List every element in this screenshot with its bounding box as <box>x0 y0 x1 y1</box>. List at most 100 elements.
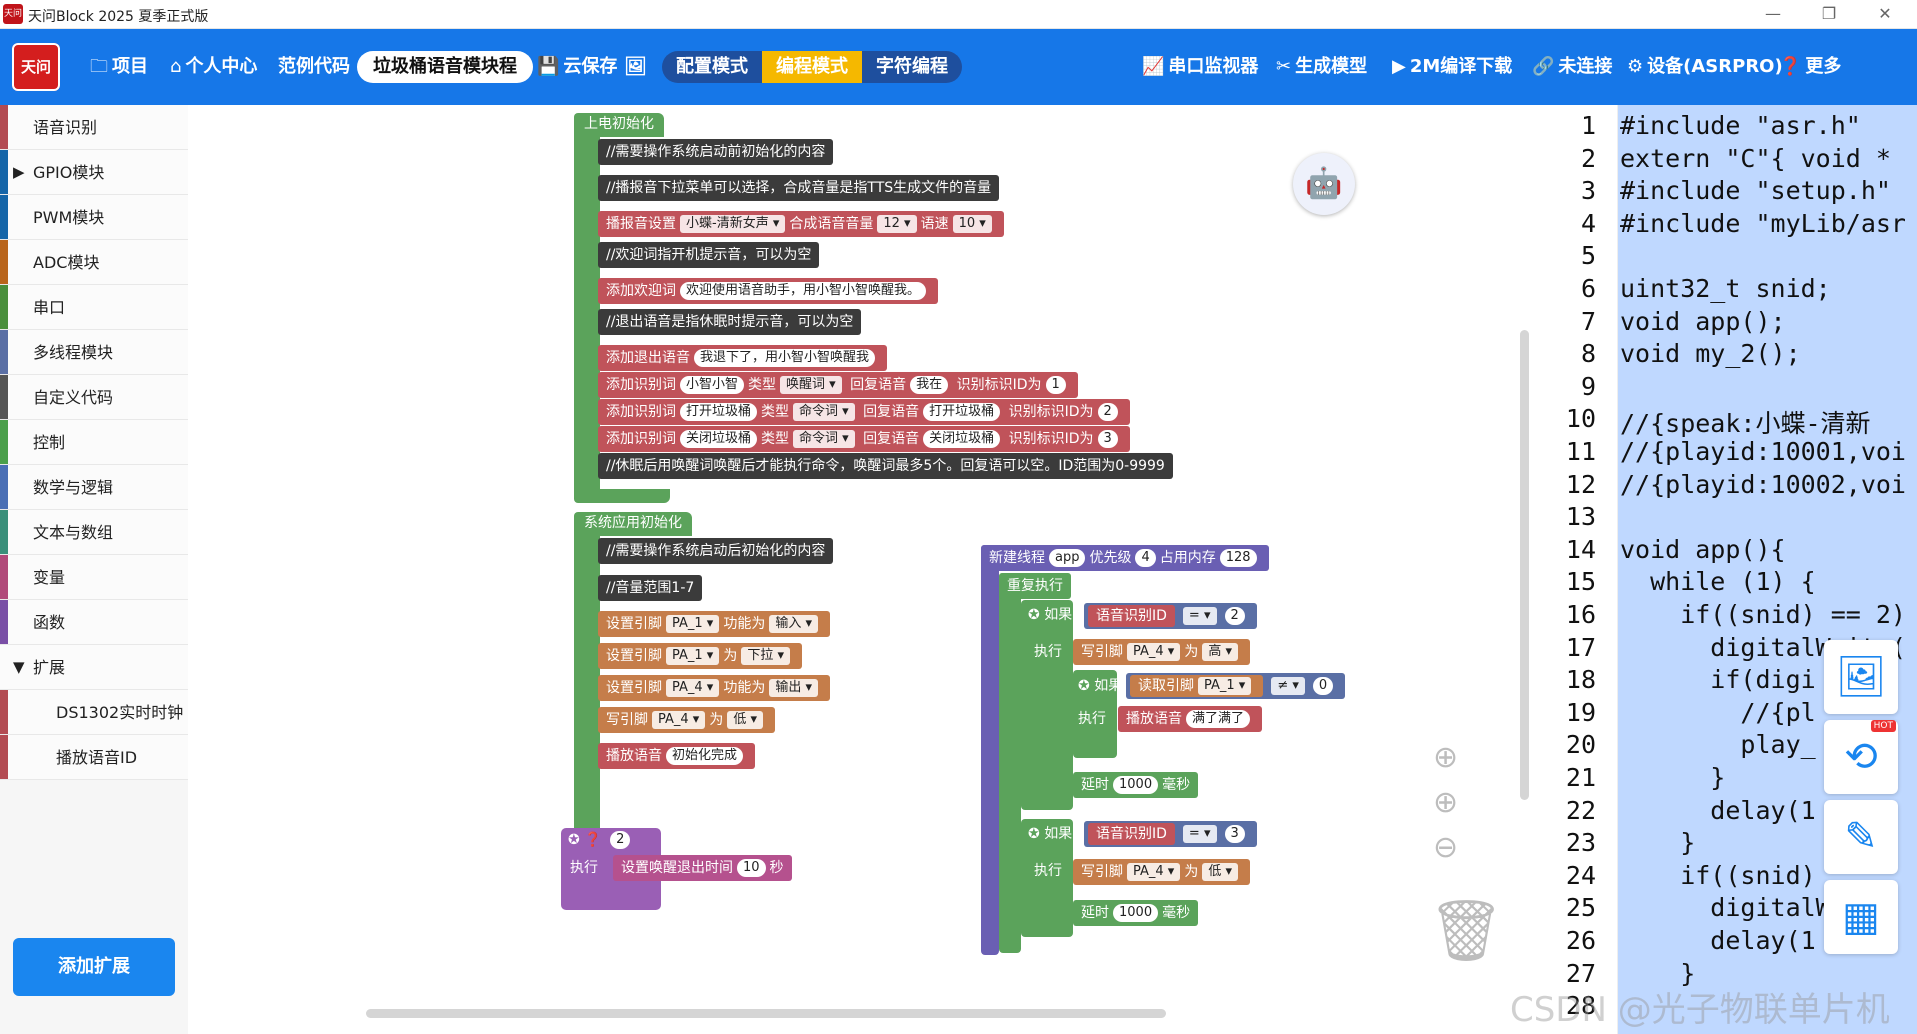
examples-button[interactable]: 范例代码 <box>278 56 350 77</box>
close-icon[interactable]: ✕ <box>1878 4 1892 23</box>
personal-center-button[interactable]: ⌂个人中心 <box>170 53 257 81</box>
code-line[interactable]: if((snid) <box>1620 860 1816 890</box>
pull-dropdown[interactable]: 下拉 ▾ <box>741 647 791 665</box>
mode-config[interactable]: 配置模式 <box>676 56 748 77</box>
block-workspace[interactable]: 上电初始化 //需要操作系统启动前初始化的内容 //播报音下拉菜单可以选择，合成… <box>188 105 1530 1034</box>
code-line[interactable]: if((snid) == 2) <box>1620 600 1906 629</box>
code-line[interactable]: //{playid:10002,voi <box>1620 469 1906 499</box>
assistant-robot-icon[interactable]: 🤖 <box>1293 153 1355 215</box>
repeat-block[interactable]: 重复执行 <box>999 573 1071 599</box>
callback-number-input[interactable]: 2 <box>610 831 631 849</box>
welcome-text-input[interactable]: 欢迎使用语音助手，用小智小智唤醒我。 <box>680 282 927 300</box>
sidebar-item-adc[interactable]: ADC模块 <box>0 240 188 285</box>
if-block-1[interactable] <box>1021 600 1073 810</box>
generate-model-button[interactable]: ✂生成模型 <box>1276 53 1367 81</box>
code-line[interactable]: extern "C"{ void * <box>1620 143 1891 173</box>
code-line[interactable]: #include "asr.h" <box>1620 111 1861 140</box>
compare-block[interactable]: 语音识别ID= ▾3 <box>1084 821 1257 847</box>
delay-input[interactable]: 1000 <box>1113 904 1159 922</box>
code-line[interactable]: digitalW <box>1620 893 1831 923</box>
pin-dropdown[interactable]: PA_1 ▾ <box>1198 677 1252 695</box>
comment-block[interactable]: //音量范围1-7 <box>598 575 703 601</box>
sidebar-item-gpio[interactable]: ▶GPIO模块 <box>0 150 188 195</box>
screenshot-icon[interactable]: 🖼 <box>624 56 647 77</box>
code-line[interactable]: } <box>1620 958 1696 988</box>
operator-dropdown[interactable]: = ▾ <box>1182 825 1217 843</box>
reply-input[interactable]: 打开垃圾桶 <box>923 403 1001 421</box>
if-block-nested[interactable] <box>1073 670 1117 758</box>
code-line[interactable]: void app(); <box>1620 306 1786 336</box>
mode-dropdown[interactable]: 输出 ▾ <box>769 679 819 697</box>
operator-dropdown[interactable]: = ▾ <box>1182 607 1217 625</box>
help-icon[interactable]: ❓ <box>584 832 602 848</box>
trash-icon[interactable]: 🗑 <box>1428 896 1505 966</box>
code-line[interactable]: void my_2(); <box>1620 339 1801 369</box>
compile-download-button[interactable]: ▶2M编译下载 <box>1392 53 1512 81</box>
pin-dropdown[interactable]: PA_1 ▾ <box>666 647 720 665</box>
reply-input[interactable]: 我在 <box>910 376 949 394</box>
exit-text-input[interactable]: 我退下了，用小智小智唤醒我 <box>694 349 876 367</box>
type-dropdown[interactable]: 命令词 ▾ <box>793 430 855 448</box>
sidebar-item-variables[interactable]: 变量 <box>0 555 188 600</box>
comment-block[interactable]: //休眠后用唤醒词唤醒后才能执行命令，唤醒词最多5个。回复语可以空。ID范围为0… <box>598 453 1173 479</box>
asr-id-block[interactable]: 语音识别ID <box>1088 605 1175 627</box>
sidebar-item-serial[interactable]: 串口 <box>0 285 188 330</box>
recenter-icon[interactable]: ⊕ <box>1433 740 1459 775</box>
pin-dropdown[interactable]: PA_1 ▾ <box>666 615 720 633</box>
word-input[interactable]: 打开垃圾桶 <box>680 403 758 421</box>
welcome-block[interactable]: 添加欢迎词欢迎使用语音助手，用小智小智唤醒我。 <box>598 278 939 304</box>
timeout-input[interactable]: 10 <box>737 859 766 877</box>
compare-block[interactable]: 语音识别ID= ▾2 <box>1084 603 1257 629</box>
code-line[interactable]: while (1) { <box>1620 567 1816 597</box>
play-voice-block[interactable]: 播放语音满了满了 <box>1118 706 1263 732</box>
speed-dropdown[interactable]: 10 ▾ <box>952 215 992 233</box>
sidebar-item-math[interactable]: 数学与逻辑 <box>0 465 188 510</box>
code-line[interactable]: } <box>1620 828 1696 858</box>
zoom-in-icon[interactable]: ⊕ <box>1433 785 1459 820</box>
project-name-field[interactable]: 垃圾桶语音模块程 <box>357 51 533 83</box>
gear-icon[interactable]: ✪ <box>1028 607 1040 623</box>
gear-icon[interactable]: ✪ <box>1078 678 1090 694</box>
id-input[interactable]: 2 <box>1097 403 1118 421</box>
code-line[interactable]: } <box>1620 763 1726 792</box>
thread-name-input[interactable]: app <box>1049 549 1086 567</box>
zoom-out-icon[interactable]: ⊖ <box>1433 830 1459 865</box>
workspace-vertical-scrollbar[interactable] <box>1520 330 1529 800</box>
compare-value-input[interactable]: 3 <box>1224 825 1245 843</box>
comment-block[interactable]: //退出语音是指休眠时提示音，可以为空 <box>598 309 862 335</box>
pin-dropdown[interactable]: PA_4 ▾ <box>1127 863 1181 881</box>
share-icon[interactable]: ⟲HOT <box>1824 720 1898 794</box>
sidebar-item-control[interactable]: 控制 <box>0 420 188 465</box>
code-line[interactable]: uint32_t snid; <box>1620 274 1831 303</box>
play-voice-block[interactable]: 播放语音初始化完成 <box>598 743 756 769</box>
pin-dropdown[interactable]: PA_4 ▾ <box>1127 643 1181 661</box>
comment-block[interactable]: //播报音下拉菜单可以选择，合成音量是指TTS生成文件的音量 <box>598 175 1000 201</box>
comment-block[interactable]: //欢迎词指开机提示音，可以为空 <box>598 242 820 268</box>
operator-dropdown[interactable]: ≠ ▾ <box>1271 677 1305 695</box>
level-dropdown[interactable]: 低 ▾ <box>727 711 764 729</box>
voice-dropdown[interactable]: 小蝶-清新女声 ▾ <box>680 215 786 233</box>
code-line[interactable]: //{pl <box>1620 697 1816 727</box>
code-line[interactable]: #include "setup.h" <box>1620 176 1891 206</box>
connect-button[interactable]: 🔗未连接 <box>1532 53 1612 81</box>
code-line[interactable]: //{playid:10001,voi <box>1620 437 1906 466</box>
level-dropdown[interactable]: 高 ▾ <box>1202 643 1239 661</box>
workspace-horizontal-scrollbar[interactable] <box>366 1009 1166 1018</box>
pin-dropdown[interactable]: PA_4 ▾ <box>666 679 720 697</box>
restore-icon[interactable]: ❐ <box>1821 4 1837 23</box>
more-button[interactable]: ❓更多 <box>1779 53 1841 81</box>
word-input[interactable]: 小智小智 <box>680 376 745 394</box>
exit-voice-block[interactable]: 添加退出语音我退下了，用小智小智唤醒我 <box>598 345 888 371</box>
volume-dropdown[interactable]: 12 ▾ <box>877 215 917 233</box>
